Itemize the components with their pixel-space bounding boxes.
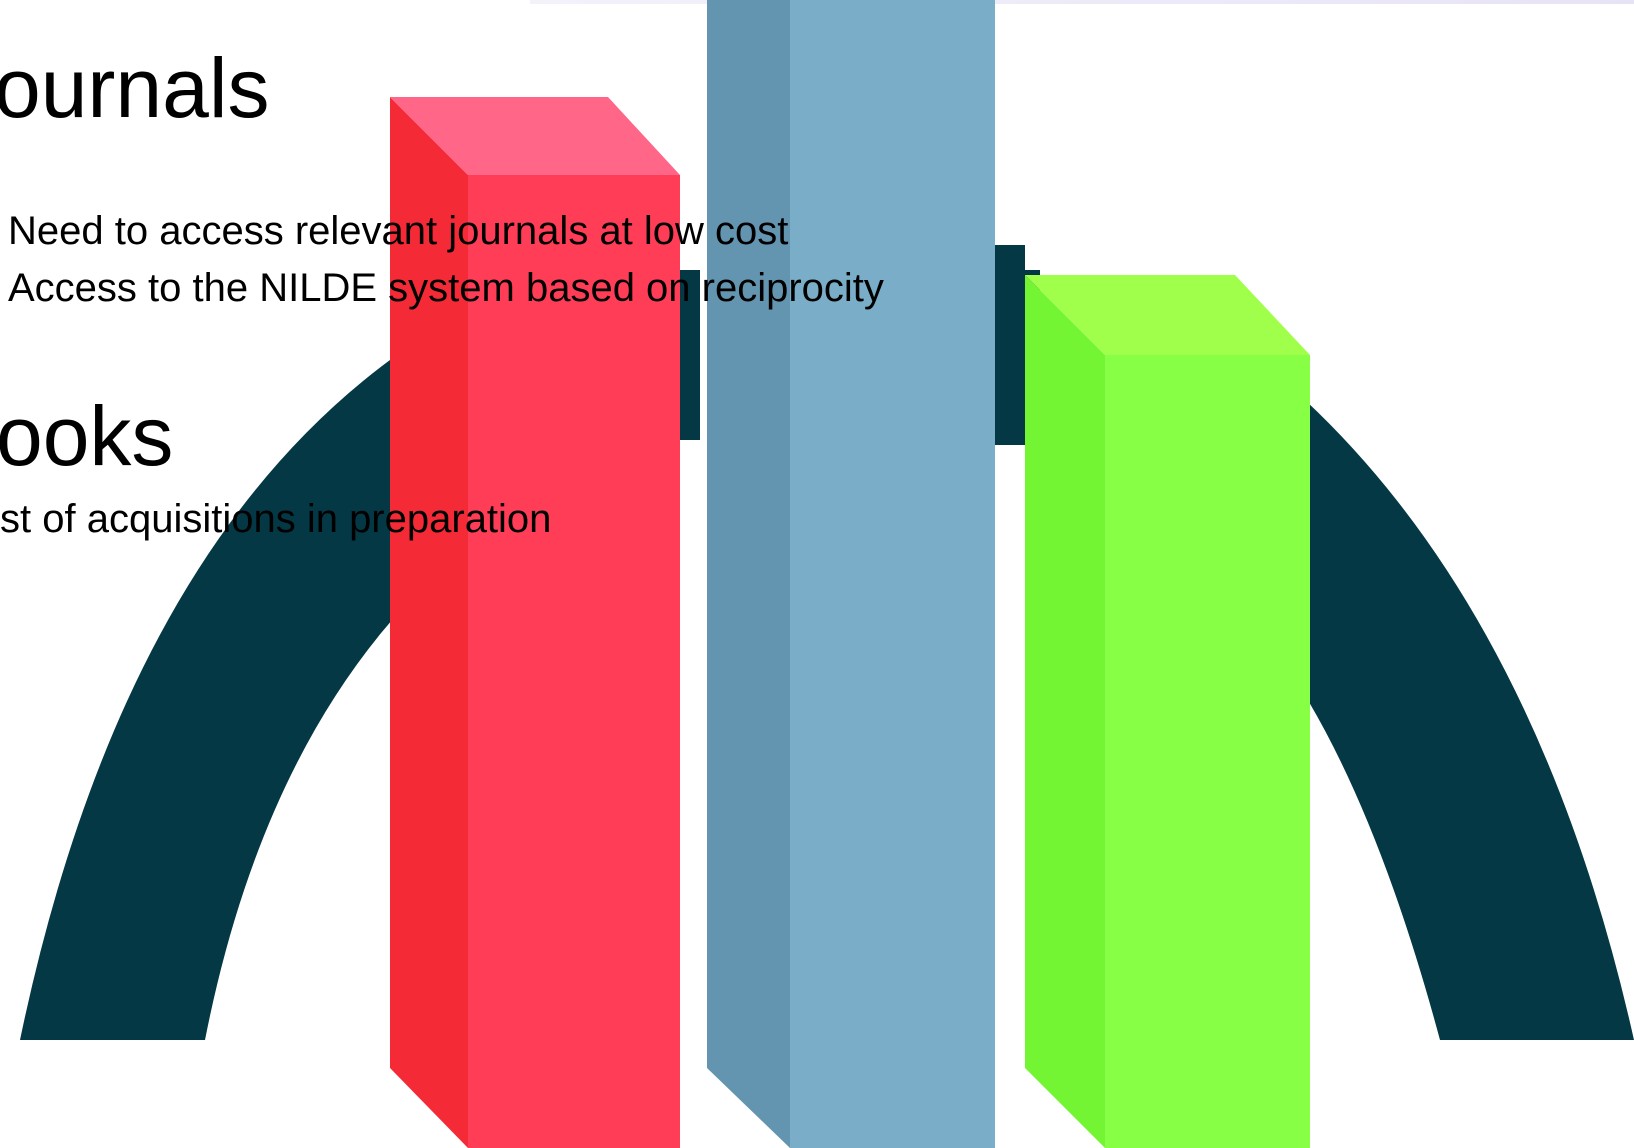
right-arch-segment (1275, 400, 1634, 1040)
top-border-strip (530, 0, 1634, 4)
left-arch-segment (20, 360, 410, 1040)
book-red (390, 97, 680, 1148)
book-blue (707, 0, 995, 1148)
book-green (1025, 275, 1310, 1148)
